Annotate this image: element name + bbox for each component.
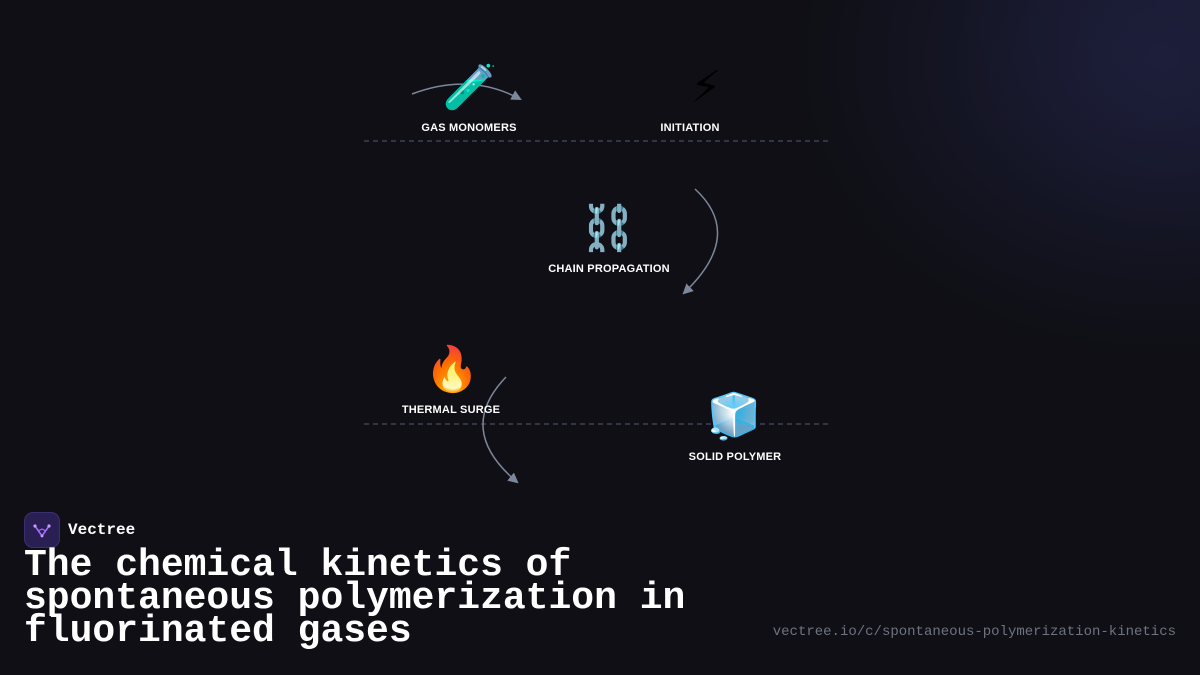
stage-label-gas-monomers: GAS MONOMERS xyxy=(421,122,517,134)
stage-label-thermal-surge: THERMAL SURGE xyxy=(401,404,501,416)
fire-icon: 🔥 xyxy=(424,344,480,395)
flow-arrow-surge-to-polymer xyxy=(482,376,519,484)
flow-arrow-monomers-to-initiation xyxy=(411,83,522,100)
brand-name: Vectree xyxy=(68,521,136,539)
page-url[interactable]: vectree.io/c/spontaneous-polymerization-… xyxy=(772,624,1176,640)
brand: Vectree xyxy=(24,512,135,548)
stage-label-solid-polymer: SOLID POLYMER xyxy=(688,451,782,463)
lightning-icon: ⚡ xyxy=(690,62,722,113)
stage-label-chain-propagation: CHAIN PROPAGATION xyxy=(548,263,670,275)
ice-cube-icon: 🧊 xyxy=(706,391,762,442)
flow-arrow-initiation-to-propagation xyxy=(682,188,719,295)
vectree-logo-icon xyxy=(24,512,60,548)
page-title: The chemical kinetics of spontaneous pol… xyxy=(24,544,686,653)
chain-icon: ⛓️ xyxy=(580,203,636,254)
test-tube-icon: 🧪 xyxy=(442,62,498,113)
stage-label-initiation: INITIATION xyxy=(660,122,720,134)
